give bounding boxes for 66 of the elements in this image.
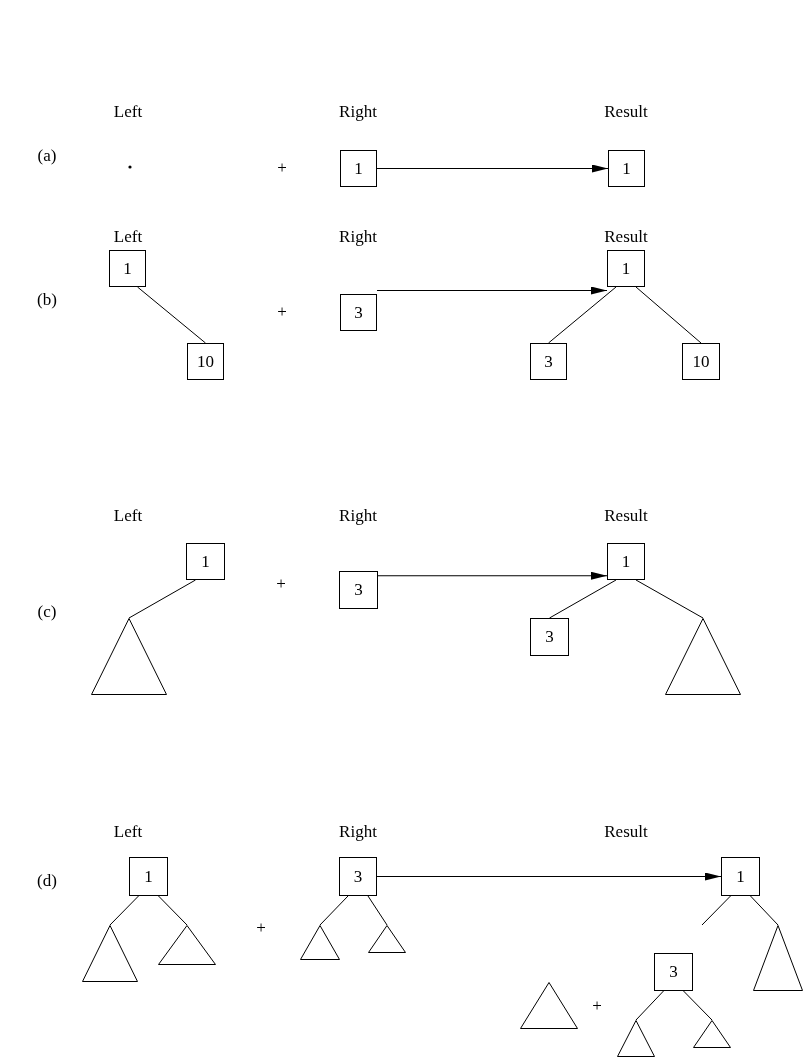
tree-branch-line (367, 895, 388, 926)
column-heading: Right (339, 822, 377, 842)
tree-branch-line (635, 286, 702, 344)
tree-node-box: 3 (339, 857, 377, 896)
tree-branch-line (701, 895, 731, 926)
subtree-triangle (693, 1020, 731, 1048)
tree-branch-line (750, 895, 779, 926)
tree-node-box: 3 (340, 294, 377, 331)
arrow (376, 164, 609, 173)
tree-node-box: 3 (339, 571, 378, 609)
tree-branch-line (548, 286, 617, 344)
column-heading: Right (339, 506, 377, 526)
column-heading: Result (604, 822, 648, 842)
tree-node-box: 1 (340, 150, 377, 187)
tree-branch-line (635, 579, 704, 619)
row-label: (b) (37, 290, 57, 310)
tree-node-box: 3 (530, 618, 569, 656)
subtree-triangle (300, 925, 340, 960)
row-label: (d) (37, 871, 57, 891)
subtree-triangle (368, 925, 406, 953)
tree-branch-line (635, 990, 664, 1021)
column-heading: Result (604, 506, 648, 526)
tree-node-box: 10 (187, 343, 224, 380)
tree-node-box: 3 (654, 953, 693, 991)
tree-node-box: 1 (186, 543, 225, 580)
subtree-triangle (158, 925, 216, 965)
tree-branch-line (109, 895, 139, 926)
tree-node-box: 1 (607, 250, 645, 287)
tree-node-box: 1 (721, 857, 760, 896)
tree-branch-line (549, 579, 617, 619)
tree-node-box: 1 (109, 250, 146, 287)
tree-branch-line (128, 579, 196, 619)
tree-node-box: 10 (682, 343, 720, 380)
column-heading: Left (113, 227, 143, 247)
arrow (376, 286, 608, 295)
column-heading: Result (604, 102, 648, 122)
column-heading: Right (339, 102, 377, 122)
tree-branch-line (158, 895, 188, 926)
arrow (377, 571, 608, 580)
subtree-triangle (617, 1020, 655, 1057)
plus-sign: + (592, 996, 602, 1016)
plus-sign: + (276, 574, 286, 594)
row-label: (a) (37, 146, 57, 166)
column-heading: Right (339, 227, 377, 247)
subtree-triangle (82, 925, 138, 982)
column-heading: Left (113, 506, 143, 526)
empty-tree-dot (128, 165, 132, 169)
arrow (376, 872, 722, 881)
subtree-triangle (665, 618, 741, 695)
plus-sign: + (277, 302, 287, 322)
tree-node-box: 1 (608, 150, 645, 187)
column-heading: Result (604, 227, 648, 247)
tree-node-box: 1 (607, 543, 645, 580)
subtree-triangle (520, 982, 578, 1029)
tree-branch-line (683, 990, 713, 1021)
row-label: (c) (37, 602, 57, 622)
column-heading: Left (113, 822, 143, 842)
tree-node-box: 3 (530, 343, 567, 380)
tree-node-box: 1 (129, 857, 168, 896)
subtree-triangle (753, 925, 803, 991)
subtree-triangle (91, 618, 167, 695)
column-heading: Left (113, 102, 143, 122)
plus-sign: + (277, 158, 287, 178)
tree-branch-line (319, 895, 349, 926)
tree-branch-line (137, 286, 206, 344)
plus-sign: + (256, 918, 266, 938)
